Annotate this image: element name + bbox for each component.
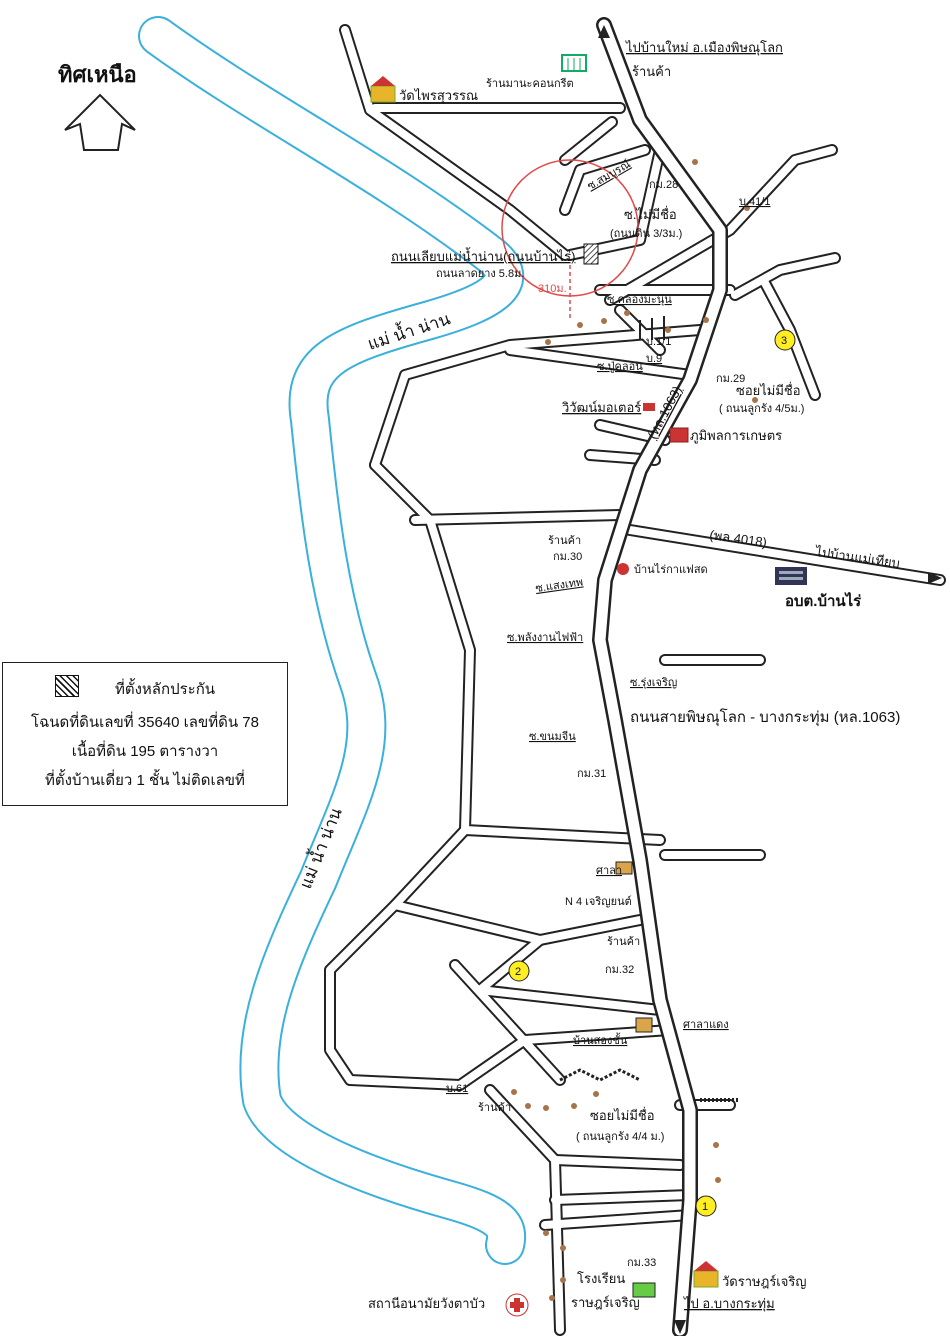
soi-no-name-1-sub: (ถนนดิน 3/3ม.): [610, 228, 682, 240]
south-arrow-road-icon: [674, 1320, 686, 1334]
soi-bu-label: ซ.ปู่คลอน: [597, 361, 643, 373]
shop-label-4: ร้านค้า: [478, 1102, 511, 1114]
n4-label: N 4 เจริญยนต์: [565, 895, 632, 908]
point-1-label: 1: [702, 1201, 708, 1213]
concrete-shop-label: ร้านมานะคอนกรีต: [486, 77, 574, 90]
main-road-label: ถนนสายพิษณุโลก - บางกระทุ่ม (หล.1063): [630, 708, 900, 727]
soi-khanomchin-label: ซ.ขนมจีน: [529, 730, 576, 743]
soi-no-name-1-label: ซ.ไม่มีชื่อ: [624, 206, 677, 222]
sala-daeng-label: ศาลาแดง: [683, 1019, 729, 1031]
soi-no-name-3-sub: ( ถนนลูกรัง 4/5ม.): [719, 403, 804, 415]
shop-label-2: ร้านค้า: [548, 535, 581, 547]
b61-label: บ.61: [446, 1083, 468, 1095]
collateral-site: [583, 243, 599, 265]
km28-label: กม.28: [649, 179, 678, 191]
north-arrow-road-icon: [598, 25, 610, 38]
road-network: [324, 17, 946, 1336]
house-markers: [511, 159, 758, 1301]
soi-no-name-2-sub: ( ถนนลูกรัง 4/4 ม.): [576, 1131, 664, 1143]
motor-shop-icon: [643, 403, 655, 411]
temple-2-icon: [693, 1261, 719, 1288]
wat-phrai-label: วัดไพรสุวรรณ: [399, 88, 478, 104]
point-2: [508, 960, 530, 982]
agri-shop-icon: [669, 427, 689, 443]
river-road-label: ถนนเลียบแม่น้ำน่าน(ถนนบ้านไร่): [391, 247, 575, 264]
soi-khlong-label: ซ.คลองมะนุ่น: [607, 294, 672, 306]
soi-saengtho-label: ซ.แสงเทพ: [535, 576, 584, 595]
km32-label: กม.32: [605, 964, 634, 976]
to-bang-krathum-label: ไป อ.บางกระทุ่ม: [683, 1296, 775, 1312]
health-label: สถานีอนามัยวังตาบัว: [368, 1296, 485, 1311]
legend-line-1: ที่ตั้งหลักประกัน: [114, 681, 216, 698]
wat-rat-label: วัดราษฎร์เจริญ: [722, 1274, 806, 1289]
two-storey-label: บ้านสองชั้น: [573, 1032, 628, 1047]
school-icon: [632, 1282, 656, 1298]
km31-label: กม.31: [577, 768, 606, 780]
distance-label: 310ม.: [538, 283, 567, 295]
shop-building-icon: [561, 54, 587, 72]
legend-line-3: เนื้อที่ดิน 195 ตารางวา: [71, 743, 219, 760]
soi-no-name-2-label: ซอยไม่มีชื่อ: [590, 1107, 655, 1123]
shop-label-1: ร้านค้า: [632, 64, 671, 79]
b9-label: บ.9: [646, 353, 662, 365]
sala-label: ศาลา: [596, 865, 622, 877]
temple-icon: [370, 76, 396, 103]
river-road-sub: ถนนลาดยาง 5.8ม.: [436, 268, 524, 280]
legend-line-4: ที่ตั้งบ้านเดี่ยว 1 ชั้น ไม่ติดเลขที่: [45, 772, 245, 789]
point-1: [695, 1195, 717, 1217]
office-building-icon: [775, 567, 807, 585]
nan-river: [138, 16, 527, 1265]
point-3-label: 3: [781, 335, 787, 347]
legend-box: ที่ตั้งหลักประกัน โฉนดที่ดินเลขที่ 35640…: [2, 662, 288, 806]
health-cross-icon: [505, 1293, 529, 1317]
coffee-icon: [617, 563, 629, 575]
school-label-1: โรงเรียน: [577, 1271, 625, 1286]
soi-electric-label: ซ.พลังงานไฟฟ้า: [507, 631, 583, 644]
b41-1-label: บ.41/1: [739, 196, 770, 208]
soi-rungcharoen-label: ซ.รุ่งเจริญ: [630, 677, 677, 689]
km29-label: กม.29: [716, 373, 745, 385]
school-label-2: ราษฎร์เจริญ: [571, 1295, 640, 1310]
sala-icon: [615, 861, 633, 875]
legend-line-2: โฉนดที่ดินเลขที่ 35640 เลขที่ดิน 78: [31, 714, 259, 731]
to-ban-mai-label: ไปบ้านใหม่ อ.เมืองพิษณุโลก: [625, 40, 783, 56]
soi-no-name-3-label: ซอยไม่มีชื่อ: [736, 382, 801, 398]
wiwat-motor-label: วิวัฒน์มอเตอร์: [561, 400, 641, 415]
point-2-label: 2: [515, 966, 521, 978]
km33-label: กม.33: [627, 1257, 656, 1269]
obt-label: อบต.บ้านไร่: [785, 591, 862, 610]
phumiphol-label: ภูมิพลการเกษตร: [690, 428, 782, 444]
coffee-label: บ้านไร่กาแฟสด: [634, 563, 708, 576]
east-arrow-road-icon: [928, 572, 942, 584]
north-compass-icon: [64, 93, 136, 151]
shop-label-3: ร้านค้า: [607, 936, 640, 948]
km30-label: กม.30: [553, 551, 582, 563]
sala-daeng-icon: [635, 1017, 653, 1033]
collateral-hatch-icon: [55, 675, 79, 697]
b1-1-label: บ.1/1: [646, 336, 671, 348]
north-label: ทิศเหนือ: [58, 62, 137, 87]
point-3: [774, 329, 796, 351]
